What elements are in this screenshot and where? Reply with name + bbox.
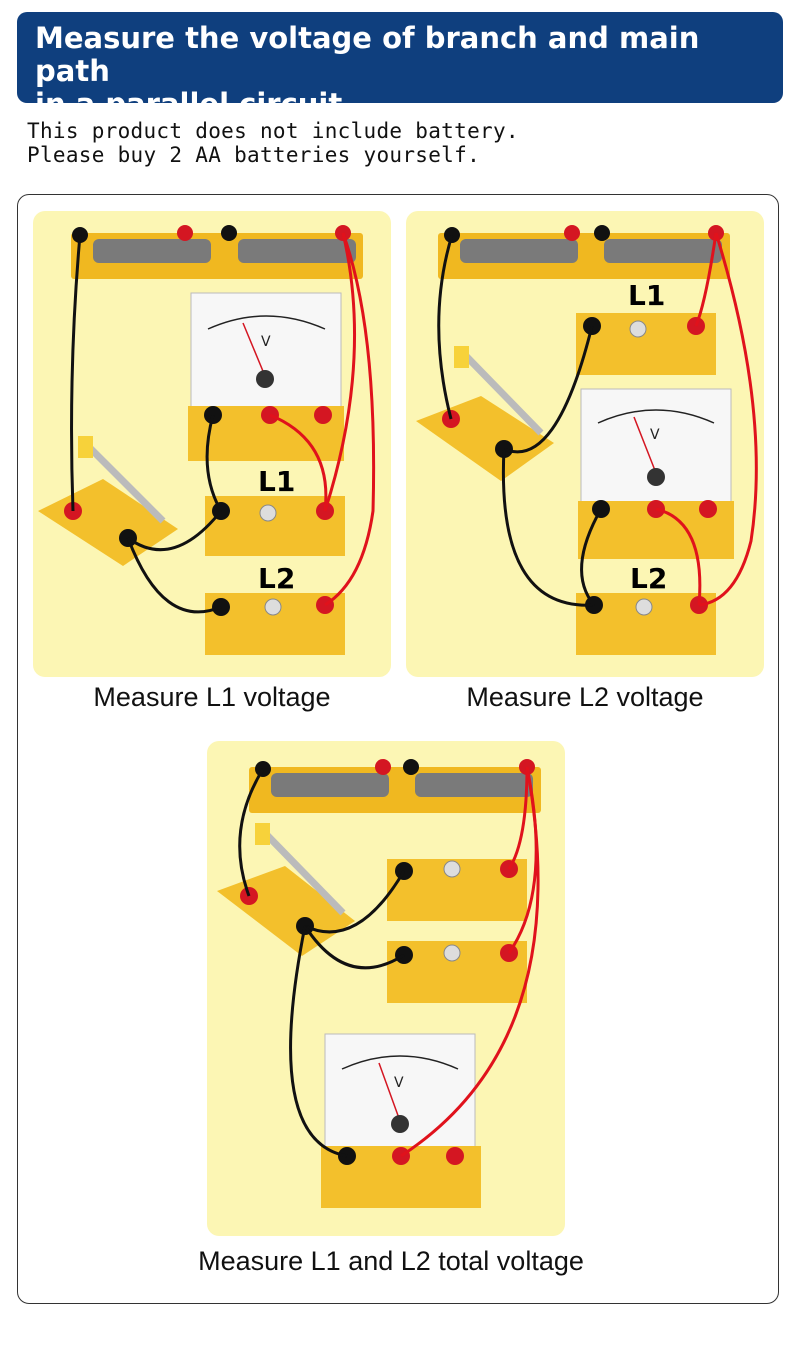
battery-holder xyxy=(249,759,541,813)
label-l1: L1 xyxy=(628,279,665,312)
diagram-frame xyxy=(17,194,779,1304)
voltmeter: V xyxy=(188,292,344,461)
meter-unit: V xyxy=(261,334,271,350)
bulb-board-l2: L2 xyxy=(205,562,345,655)
panel-l2-voltage: L1 V L2 xyxy=(406,211,764,677)
label-l2: L2 xyxy=(258,562,295,595)
voltmeter: V xyxy=(578,388,734,559)
wires xyxy=(437,232,758,607)
title-line-2: in a parallel circuit xyxy=(35,87,343,121)
battery-holder xyxy=(71,225,363,279)
notice-line-1: This product does not include battery. xyxy=(27,119,519,143)
bulb-board-l1 xyxy=(387,859,527,921)
bulb-board-l1: L1 xyxy=(576,279,716,375)
knife-switch xyxy=(217,823,355,956)
label-l2: L2 xyxy=(630,562,667,595)
wires xyxy=(238,766,540,1158)
bulb-board-l1: L1 xyxy=(205,465,345,556)
panel-total-voltage: V xyxy=(207,741,565,1236)
circuit-illustration-total: V xyxy=(217,759,541,1208)
knife-switch xyxy=(38,436,178,566)
caption-total: Measure L1 and L2 total voltage xyxy=(198,1246,584,1276)
notice-line-2: Please buy 2 AA batteries yourself. xyxy=(27,143,481,167)
circuit-illustration-l2: L1 V L2 xyxy=(416,225,758,655)
meter-unit: V xyxy=(650,427,660,443)
label-l1: L1 xyxy=(258,465,295,498)
battery-holder xyxy=(438,225,730,279)
voltmeter: V xyxy=(321,1033,481,1208)
knife-switch xyxy=(416,346,554,481)
caption-l2: Measure L2 voltage xyxy=(466,682,704,712)
panel-l1-voltage: V L1 L2 xyxy=(33,211,391,677)
caption-l1: Measure L1 voltage xyxy=(93,682,331,712)
bulb-board-l2 xyxy=(387,941,527,1003)
wires xyxy=(70,232,376,614)
bulb-board-l2: L2 xyxy=(576,562,716,655)
circuit-illustration-l1: V L1 L2 xyxy=(38,225,376,655)
title-banner: Measure the voltage of branch and main p… xyxy=(17,12,783,121)
battery-notice: This product does not include battery. P… xyxy=(27,119,519,167)
title-line-1: Measure the voltage of branch and main p… xyxy=(35,21,700,88)
meter-unit: V xyxy=(394,1075,404,1091)
